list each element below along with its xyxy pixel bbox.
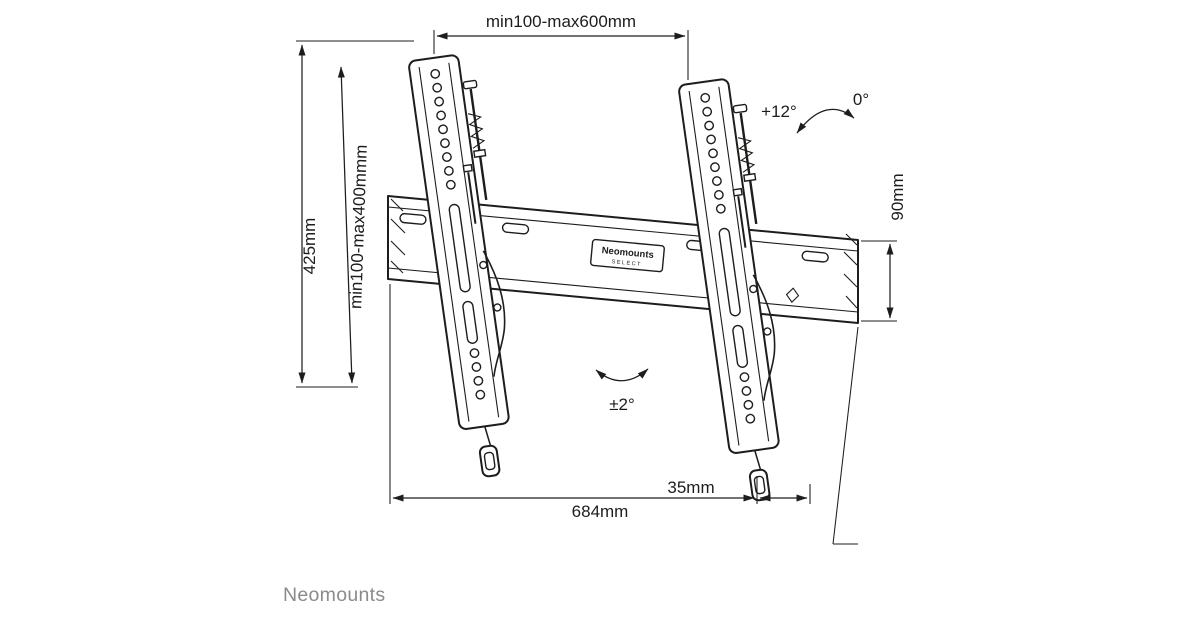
dimension-rail-height-label: 90mm — [888, 173, 907, 220]
rail-logo-subtext: SELECT — [611, 259, 642, 268]
annotation-level-angle: ±2° — [595, 368, 649, 414]
dimension-rail-height: 90mm — [861, 173, 907, 322]
rail-logo-text: Neomounts — [601, 245, 654, 261]
dimension-offset-label: 35mm — [667, 478, 714, 497]
dimension-bottom-width: 684mm 35mm — [389, 284, 859, 545]
brand-wordmark: Neomounts — [283, 584, 385, 606]
rail-details: Neomounts SELECT — [399, 212, 829, 303]
rail-end-hatch-left — [390, 198, 406, 274]
dimension-left-height-label: 425mm — [300, 218, 319, 275]
dimension-left-height: 425mm — [296, 40, 414, 388]
dimension-bottom-width-label: 684mm — [572, 502, 629, 521]
tilt-zero-label: 0° — [853, 90, 869, 109]
annotation-tilt-angle: +12° 0° — [761, 90, 869, 134]
tilt-max-label: +12° — [761, 102, 797, 121]
level-angle-label: ±2° — [609, 395, 635, 414]
dimension-top-width: min100-max600mm — [433, 12, 689, 80]
level-diamond-marker — [785, 287, 800, 303]
rail-logo-plate — [589, 238, 665, 273]
rail-end-hatch-right — [843, 233, 858, 309]
dimension-vesa-height-label: min100-max400mmm — [346, 144, 371, 309]
dimension-vesa-height: min100-max400mmm — [337, 66, 371, 384]
dimension-top-width-label: min100-max600mm — [486, 12, 636, 31]
